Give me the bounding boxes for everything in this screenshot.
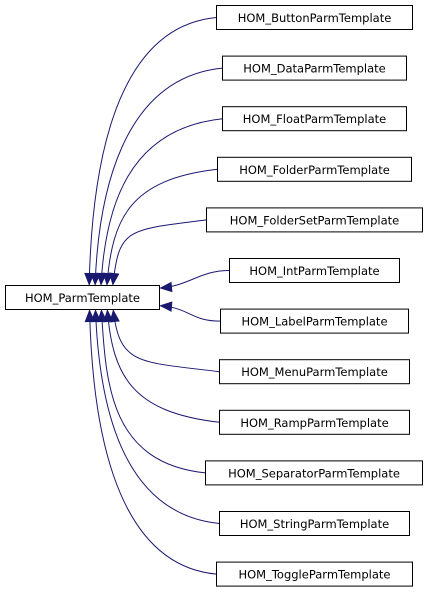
base-class-node[interactable]: HOM_ParmTemplate [5, 285, 160, 310]
derived-class-node-buttonparmtemplate[interactable]: HOM_ButtonParmTemplate [216, 5, 413, 30]
derived-class-label: HOM_FolderSetParmTemplate [230, 213, 399, 227]
inheritance-edge-toggleparmtemplate [89, 310, 217, 575]
derived-class-node-separatorparmtemplate[interactable]: HOM_SeparatorParmTemplate [205, 460, 423, 486]
derived-class-label: HOM_RampParmTemplate [240, 416, 388, 430]
derived-class-nodes: HOM_ButtonParmTemplateHOM_DataParmTempla… [205, 5, 423, 587]
derived-class-box [219, 409, 410, 435]
inheritance-edge-foldersetparmtemplate [112, 219, 207, 285]
inheritance-edge-dataparmtemplate [94, 67, 223, 285]
derived-class-label: HOM_IntParmTemplate [249, 264, 379, 278]
derived-class-node-intparmtemplate[interactable]: HOM_IntParmTemplate [229, 258, 400, 283]
inheritance-arrowhead [159, 301, 173, 312]
inheritance-arrowhead [159, 281, 173, 293]
derived-class-box [217, 156, 412, 182]
derived-class-box [216, 5, 413, 30]
derived-class-box [222, 106, 407, 132]
derived-class-node-toggleparmtemplate[interactable]: HOM_ToggleParmTemplate [216, 561, 413, 587]
derived-class-node-floatparmtemplate[interactable]: HOM_FloatParmTemplate [222, 106, 407, 132]
derived-class-label: HOM_FloatParmTemplate [243, 112, 386, 126]
base-class-label: HOM_ParmTemplate [25, 291, 140, 305]
derived-class-box [216, 561, 413, 587]
inheritance-edge-rampparmtemplate [106, 310, 220, 423]
inheritance-edge-stringparmtemplate [95, 310, 220, 524]
inheritance-edges [84, 17, 230, 575]
inheritance-edge-menuparmtemplate [112, 310, 220, 373]
derived-class-label: HOM_MenuParmTemplate [241, 365, 388, 379]
base-class-box [5, 285, 160, 310]
inheritance-edge-buttonparmtemplate [88, 17, 217, 285]
derived-class-label: HOM_LabelParmTemplate [241, 315, 387, 329]
derived-class-label: HOM_ToggleParmTemplate [238, 568, 390, 582]
derived-class-label: HOM_ButtonParmTemplate [238, 11, 392, 25]
inheritance-arrowhead [109, 309, 120, 323]
derived-class-label: HOM_DataParmTemplate [243, 62, 386, 76]
inheritance-edge-separatorparmtemplate [100, 310, 206, 474]
derived-class-label: HOM_FolderParmTemplate [239, 163, 390, 177]
inheritance-edge-floatparmtemplate [100, 118, 223, 285]
derived-class-box [222, 55, 407, 81]
derived-class-node-rampparmtemplate[interactable]: HOM_RampParmTemplate [219, 409, 410, 435]
derived-class-box [205, 460, 423, 486]
derived-class-box [229, 258, 400, 283]
derived-class-label: HOM_SeparatorParmTemplate [228, 466, 400, 480]
derived-class-node-stringparmtemplate[interactable]: HOM_StringParmTemplate [219, 511, 410, 536]
inheritance-edge-folderparmtemplate [106, 168, 218, 285]
derived-class-node-folderparmtemplate[interactable]: HOM_FolderParmTemplate [217, 156, 412, 182]
derived-class-box [206, 207, 423, 233]
derived-class-box [220, 308, 409, 334]
derived-class-box [219, 359, 410, 385]
derived-class-node-menuparmtemplate[interactable]: HOM_MenuParmTemplate [219, 359, 410, 385]
derived-class-node-foldersetparmtemplate[interactable]: HOM_FolderSetParmTemplate [206, 207, 423, 233]
derived-class-node-dataparmtemplate[interactable]: HOM_DataParmTemplate [222, 55, 407, 81]
derived-class-label: HOM_StringParmTemplate [240, 517, 389, 531]
inheritance-arrowhead [84, 309, 96, 323]
derived-class-node-labelparmtemplate[interactable]: HOM_LabelParmTemplate [220, 308, 409, 334]
derived-class-box [219, 511, 410, 536]
inheritance-arrowhead [108, 272, 120, 286]
